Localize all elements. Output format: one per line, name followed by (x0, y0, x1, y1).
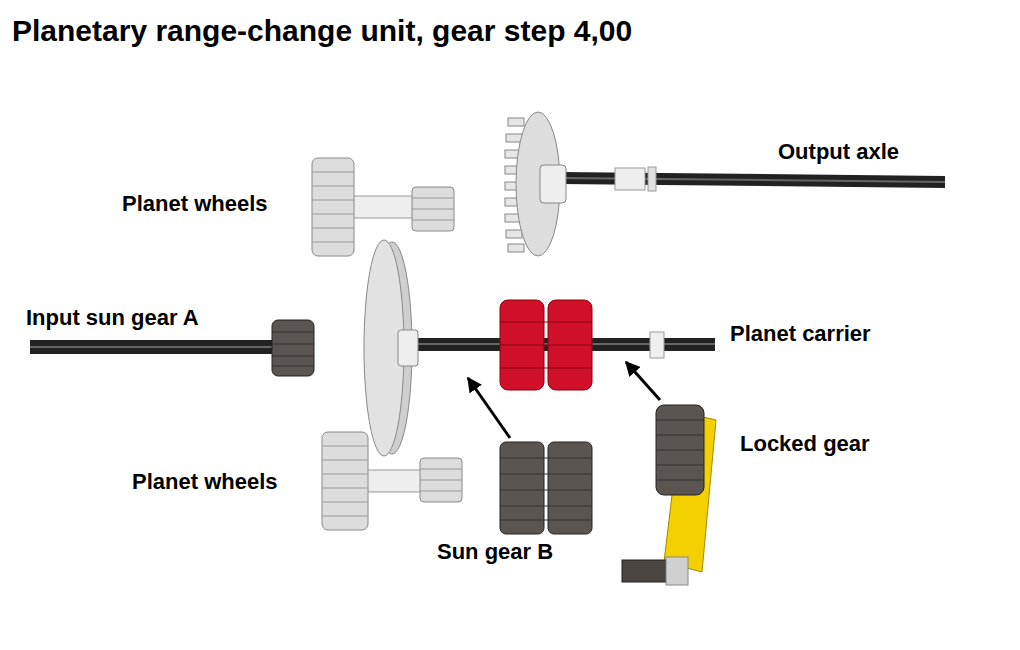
gear-tooth (506, 134, 522, 142)
diagram-title: Planetary range-change unit, gear step 4… (12, 14, 632, 49)
gear-teeth (500, 322, 592, 368)
part-label: Planet carrier (730, 321, 871, 346)
gear-teeth (656, 420, 704, 480)
gear-hub (540, 165, 566, 203)
pointer-arrow (468, 378, 510, 438)
axle-rod (30, 340, 280, 354)
gear-tooth (508, 244, 524, 252)
bushing (666, 557, 688, 585)
output-axle (560, 167, 945, 191)
part-label: Planet wheels (132, 469, 278, 494)
gear-teeth (420, 469, 462, 491)
planet-gear-small (420, 458, 462, 502)
axle-groove (30, 346, 280, 348)
planet-gear-small (412, 187, 454, 231)
sun-gear-b (500, 442, 592, 534)
part-label: Input sun gear A (26, 305, 199, 330)
planet-gear-large (322, 432, 368, 530)
planet-gear-large (312, 158, 354, 256)
gear-tooth (508, 118, 524, 126)
bushing-ring (648, 167, 656, 191)
carrier-hub (398, 330, 418, 366)
gear-teeth (272, 332, 314, 366)
gear-teeth (412, 198, 454, 220)
part-label: Sun gear B (437, 539, 553, 564)
dark-gear (656, 405, 704, 495)
planet-wheels-bottom (322, 432, 462, 530)
pointer-arrow (626, 362, 660, 400)
gear-teeth (500, 458, 592, 520)
part-label: Output axle (778, 139, 899, 164)
sun-gear-a (272, 320, 314, 376)
part-label: Planet wheels (122, 191, 268, 216)
planet-shaft (366, 470, 424, 492)
gear-teeth (312, 172, 354, 242)
crown-gear (505, 112, 566, 256)
gear-teeth (322, 446, 368, 516)
bushing (650, 332, 664, 358)
bushing (615, 168, 645, 190)
part-label: Locked gear (740, 431, 870, 456)
planet-shaft (352, 196, 414, 218)
axle-stub (622, 560, 666, 582)
gear-tooth (506, 230, 522, 238)
locked-gear (622, 405, 716, 585)
